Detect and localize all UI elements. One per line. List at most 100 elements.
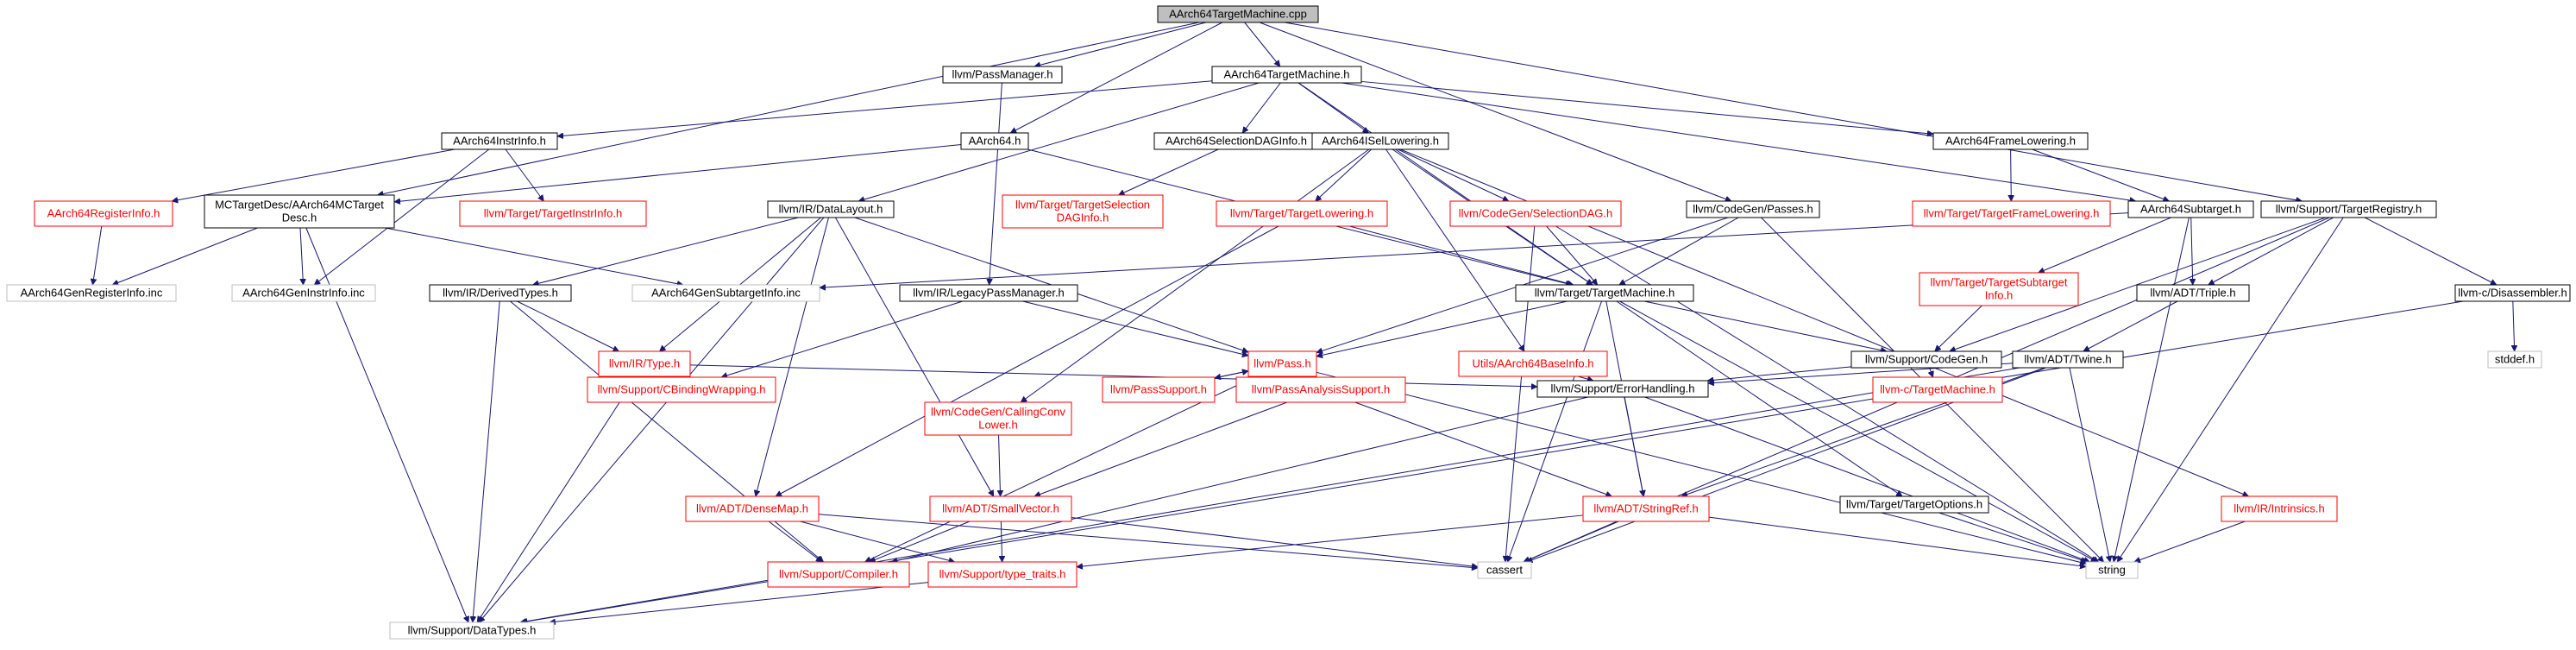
node-cassert[interactable]: cassert (1477, 561, 1532, 579)
node-stddef[interactable]: stddef.h (2487, 350, 2542, 369)
node-smallvector[interactable]: llvm/ADT/SmallVector.h (929, 495, 1072, 522)
node-box (1102, 376, 1216, 403)
node-box (459, 200, 647, 227)
node-datatypes[interactable]: llvm/Support/DataTypes.h (389, 622, 555, 640)
node-aarch64h[interactable]: AArch64.h (960, 132, 1029, 150)
node-instrinfo[interactable]: AArch64InstrInfo.h (441, 132, 558, 150)
node-label: llvm/Pass.h (1253, 357, 1310, 370)
edge-stringref-to-cassert (1524, 521, 1618, 562)
edge-typetraits-to-datatypes (550, 582, 929, 622)
edge-tmh-to-instrinfo (557, 80, 1213, 136)
node-subinc[interactable]: AArch64GenSubtargetInfo.inc (631, 284, 820, 302)
edge-toptions-to-string (1938, 512, 2088, 562)
edge-twine-to-string (2069, 367, 2110, 562)
edge-errorhandling-to-stringref (1624, 396, 1643, 496)
node-box (924, 401, 1072, 436)
node-label: llvm/IR/DerivedTypes.h (443, 287, 558, 300)
node-box (1449, 200, 1622, 227)
node-stringref[interactable]: llvm/ADT/StringRef.h (1582, 495, 1710, 522)
node-reginfo[interactable]: AArch64RegisterInfo.h (34, 200, 173, 227)
node-datalayout[interactable]: llvm/IR/DataLayout.h (767, 200, 895, 218)
node-label: llvm/ADT/SmallVector.h (942, 502, 1059, 515)
node-passanalysis[interactable]: llvm/PassAnalysisSupport.h (1235, 376, 1406, 403)
node-compiler[interactable]: llvm/Support/Compiler.h (767, 561, 910, 588)
node-isellow[interactable]: AArch64ISelLowering.h (1311, 132, 1449, 150)
node-derived[interactable]: llvm/IR/DerivedTypes.h (429, 284, 572, 302)
edge-passes-to-targetmachine (1619, 217, 1739, 286)
node-string[interactable]: string (2085, 561, 2139, 579)
edge-tregistry-to-triple (2208, 217, 2334, 286)
node-tinstrinfo[interactable]: llvm/Target/TargetInstrInfo.h (459, 200, 647, 227)
edge-tmh-to-subtarget (1341, 82, 2135, 201)
node-passes[interactable]: llvm/CodeGen/Passes.h (1686, 200, 1820, 218)
node-selectiondag[interactable]: llvm/CodeGen/SelectionDAG.h (1449, 200, 1622, 227)
node-triple[interactable]: llvm/ADT/Triple.h (2136, 284, 2250, 302)
node-box (1002, 194, 1164, 229)
node-label: llvm/Target/TargetFrameLowering.h (1924, 207, 2100, 220)
node-twine[interactable]: llvm/ADT/Twine.h (2012, 350, 2124, 369)
node-toptions[interactable]: llvm/Target/TargetOptions.h (1839, 495, 1989, 514)
edge-errorhandling-to-compiler (891, 396, 1588, 562)
edge-derived-to-irtype (517, 300, 619, 352)
node-disasm[interactable]: llvm-c/Disassembler.h (2454, 284, 2571, 302)
edge-root-to-mcdesc (377, 22, 1199, 195)
node-label: Lower.h (978, 419, 1018, 432)
node-errorhandling[interactable]: llvm/Support/ErrorHandling.h (1536, 380, 1709, 398)
node-reginc[interactable]: AArch64GenRegisterInfo.inc (6, 284, 177, 302)
node-passsupport[interactable]: llvm/PassSupport.h (1102, 376, 1216, 403)
node-box (1850, 350, 2002, 369)
node-densemap[interactable]: llvm/ADT/DenseMap.h (685, 495, 820, 522)
node-passmgr[interactable]: llvm/PassManager.h (942, 66, 1063, 84)
node-box (231, 284, 376, 302)
node-box (2136, 284, 2250, 302)
node-box (1582, 495, 1710, 522)
node-box (1515, 284, 1694, 302)
node-instrinc[interactable]: AArch64GenInstrInfo.inc (231, 284, 376, 302)
node-box (2012, 350, 2124, 369)
node-tlowering[interactable]: llvm/Target/TargetLowering.h (1216, 200, 1388, 227)
node-label: llvm/Support/CodeGen.h (1865, 353, 1988, 366)
edge-ccl-to-smallvector (999, 434, 1001, 496)
node-box (1536, 380, 1709, 398)
edge-intrinsics-to-string (2134, 521, 2246, 562)
nodes-layer: AArch64TargetMachine.cpp llvm/PassManager… (6, 5, 2571, 640)
node-tregistry[interactable]: llvm/Support/TargetRegistry.h (2260, 200, 2437, 218)
node-label: llvm/IR/LegacyPassManager.h (913, 287, 1065, 300)
node-tmh[interactable]: AArch64TargetMachine.h (1211, 66, 1362, 84)
node-legacypm[interactable]: llvm/IR/LegacyPassManager.h (899, 284, 1078, 302)
node-label: llvm/Support/type_traits.h (939, 568, 1066, 581)
node-codegenh[interactable]: llvm/Support/CodeGen.h (1850, 350, 2002, 369)
node-typetraits[interactable]: llvm/Support/type_traits.h (927, 561, 1078, 588)
node-framelow[interactable]: AArch64FrameLowering.h (1932, 132, 2089, 150)
node-seldag[interactable]: AArch64SelectionDAGInfo.h (1153, 132, 1319, 150)
node-pass[interactable]: llvm/Pass.h (1247, 350, 1317, 377)
edge-densemap-to-cassert (818, 514, 1478, 568)
edge-passsupport-to-pass (1214, 371, 1248, 379)
node-irtype[interactable]: llvm/IR/Type.h (598, 350, 691, 377)
node-label: AArch64TargetMachine.h (1224, 68, 1350, 81)
edge-root-to-tmh (1244, 22, 1280, 66)
edge-codegenh-to-errorhandling (1707, 366, 1852, 381)
node-root[interactable]: AArch64TargetMachine.cpp (1157, 5, 1319, 23)
node-label: llvm/PassAnalysisSupport.h (1252, 383, 1390, 396)
node-box (631, 284, 820, 302)
node-intrinsics[interactable]: llvm/IR/Intrinsics.h (2221, 495, 2338, 522)
node-ctm[interactable]: llvm-c/TargetMachine.h (1872, 376, 2003, 403)
edge-datalayout-to-densemap (756, 217, 829, 496)
node-subtarget[interactable]: AArch64Subtarget.h (2127, 200, 2254, 218)
node-box (1311, 132, 1449, 150)
edge-smallvector-to-cassert (1071, 516, 1478, 566)
node-tframelow[interactable]: llvm/Target/TargetFrameLowering.h (1912, 200, 2111, 227)
node-label: AArch64SelectionDAGInfo.h (1165, 135, 1307, 148)
edge-tmh-to-seldag (1242, 82, 1281, 133)
node-targetmachine[interactable]: llvm/Target/TargetMachine.h (1515, 284, 1694, 302)
node-basinfo[interactable]: Utils/AArch64BaseInfo.h (1458, 350, 1608, 377)
node-box (1932, 132, 2089, 150)
node-label: llvm/Target/TargetMachine.h (1535, 287, 1675, 300)
node-cbinding[interactable]: llvm/Support/CBindingWrapping.h (587, 376, 776, 403)
edge-basinfo-to-errorhandling (1577, 375, 1593, 381)
